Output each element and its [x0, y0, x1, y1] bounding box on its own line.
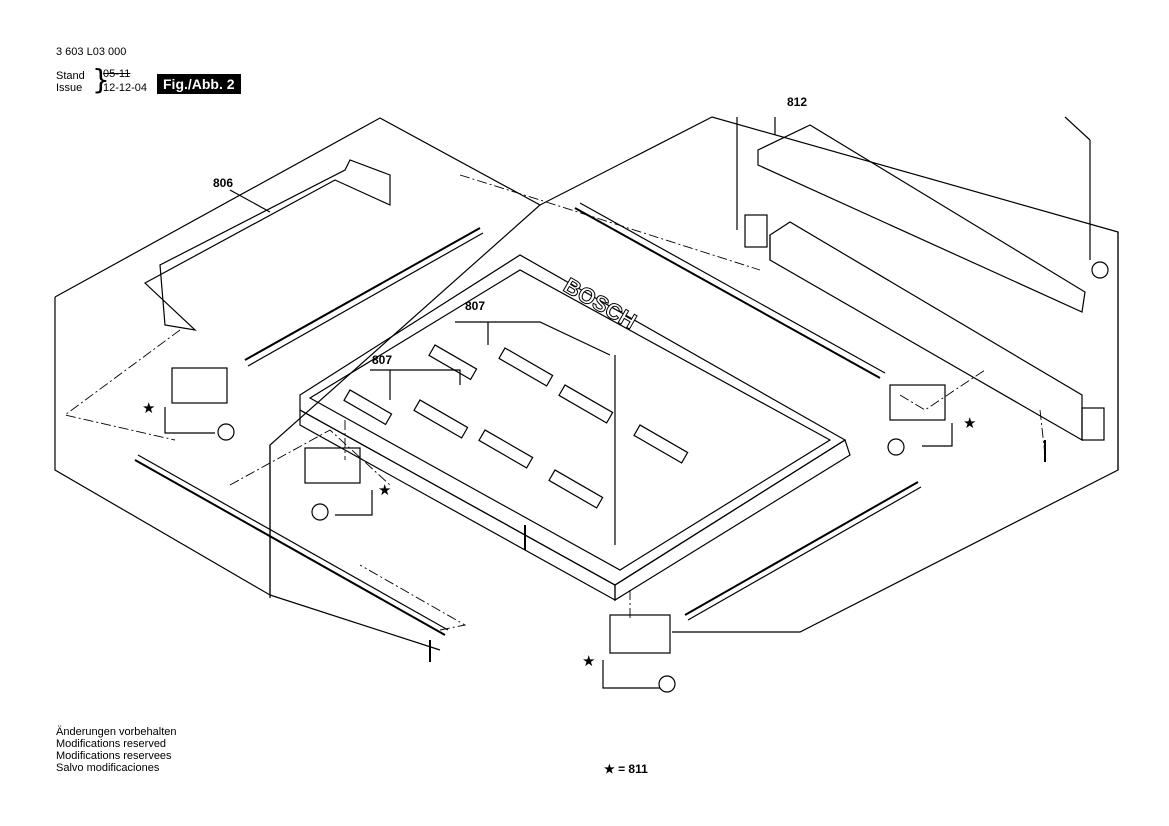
strip-807-g	[633, 424, 689, 464]
callout-807-upper: 807	[465, 299, 486, 313]
leader-807a	[455, 321, 611, 356]
issue-value: 12-12-04	[103, 82, 148, 94]
star-left: ★	[142, 399, 155, 417]
end-cap-right	[1081, 407, 1105, 441]
leader-806	[229, 189, 271, 213]
rod-left	[244, 227, 481, 361]
clamp-block-center	[304, 447, 361, 484]
note-en: Modifications reserved	[56, 738, 167, 750]
knob-fence	[1091, 261, 1109, 279]
brace-glyph: }	[92, 63, 110, 96]
end-cap-top	[744, 214, 768, 248]
strip-807-f	[548, 469, 604, 509]
callout-806: 806	[213, 176, 234, 190]
strip-807-a	[428, 344, 478, 381]
clamp-block-bottom	[609, 614, 671, 654]
strip-807-b	[498, 347, 554, 387]
table-plate-front	[299, 408, 616, 602]
star-legend: ★ = 811	[604, 762, 648, 776]
clamp-block-left	[171, 367, 228, 404]
stand-value: 05-11	[103, 68, 131, 80]
bracket-star-left	[164, 407, 215, 434]
knob-center	[311, 503, 329, 521]
rod-bottom-left	[134, 459, 446, 636]
issue-label: Issue	[56, 82, 83, 94]
strip-807-e	[478, 429, 534, 469]
bosch-stamp: BOSCH	[560, 273, 641, 334]
rod-top	[574, 207, 881, 379]
extrusion-806	[143, 159, 391, 331]
table-recess	[308, 269, 832, 571]
strip-807-c	[558, 384, 614, 424]
frame-806-outline	[54, 117, 542, 597]
knob-right	[887, 438, 905, 456]
figure-badge: Fig./Abb. 2	[157, 74, 241, 94]
frame-812-outline	[539, 116, 1119, 633]
dashline-left	[63, 329, 181, 441]
star-bottom: ★	[582, 652, 595, 670]
note-es: Salvo modificaciones	[56, 762, 160, 774]
footer-notes: Änderungen vorbehalten Modifications res…	[56, 726, 176, 774]
callout-812: 812	[787, 95, 808, 109]
leader-807b	[370, 369, 461, 385]
dashline-top	[459, 174, 761, 271]
star-right: ★	[963, 414, 976, 432]
dashline-right	[899, 369, 986, 411]
callout-807-lower: 807	[372, 353, 393, 367]
strip-807-d	[413, 399, 469, 439]
stand-label: Stand	[56, 70, 85, 82]
bracket-star-center	[335, 490, 373, 516]
part-number: 3 603 L03 000	[56, 46, 127, 58]
star-center: ★	[378, 481, 391, 499]
fence-rail-812	[757, 124, 1086, 313]
table-plate-side	[614, 439, 851, 602]
fence-rail-812-lower	[769, 221, 1083, 442]
dashline-center	[229, 429, 391, 486]
knob-bottom	[658, 675, 676, 693]
leader-812-d	[1064, 116, 1091, 141]
strip-807-h	[343, 389, 393, 426]
frame-806-bottom	[269, 594, 441, 651]
rod-bottom-right	[684, 481, 919, 616]
bracket-star-right	[922, 423, 953, 447]
note-fr: Modifications reservees	[56, 750, 172, 762]
note-de: Änderungen vorbehalten	[56, 726, 177, 738]
clamp-block-right	[889, 384, 946, 421]
knob-left	[217, 423, 235, 441]
bracket-star-bottom	[602, 660, 660, 689]
